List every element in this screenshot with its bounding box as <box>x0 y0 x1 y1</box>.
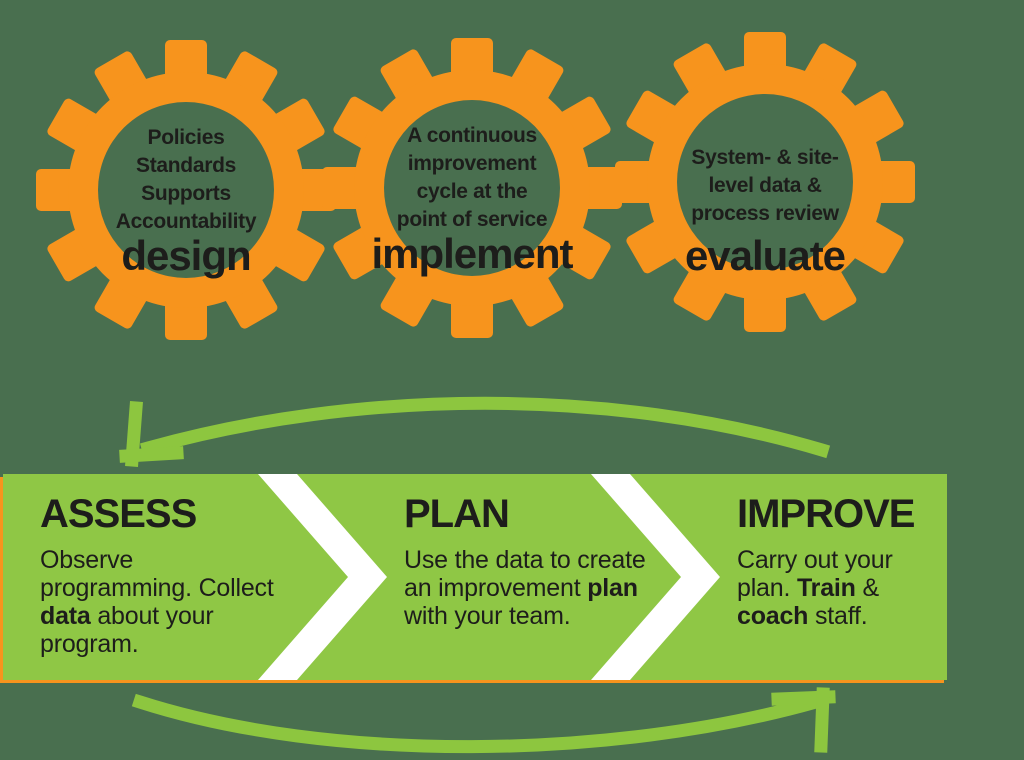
gear-hole <box>677 94 853 270</box>
chevron-separator-icon <box>591 474 720 680</box>
banner-section-plan: PLAN Use the data to create an improveme… <box>404 492 704 630</box>
banner-section-assess: ASSESS Observe programming. Collect data… <box>40 492 320 658</box>
improve-heading: IMPROVE <box>737 492 915 536</box>
banner-chevrons <box>258 474 720 680</box>
plan-body: Use the data to create an improvement pl… <box>404 546 646 630</box>
cycle-arrow-top-icon <box>119 396 831 467</box>
gear-design-label: design <box>121 232 251 279</box>
process-banner <box>3 474 947 680</box>
gear-design-text: Policies Standards Supports Accountabili… <box>115 126 257 233</box>
gear-evaluate-label: evaluate <box>684 232 846 279</box>
assess-heading: ASSESS <box>40 492 197 536</box>
assess-body: Observe programming. Collect data about … <box>40 546 274 658</box>
plan-heading: PLAN <box>404 492 510 536</box>
gear-evaluate: System- & site- level data & process rev… <box>615 32 915 332</box>
banner-section-improve: IMPROVE Carry out your plan. Train & coa… <box>737 492 967 630</box>
gear-implement-label: implement <box>371 230 573 277</box>
gear-design: Policies Standards Supports Accountabili… <box>36 40 336 340</box>
gear-hole <box>384 100 560 276</box>
improve-body: Carry out your plan. Train & coach staff… <box>737 546 893 630</box>
cycle-arrow-bottom-icon <box>131 687 836 754</box>
gear-evaluate-text: System- & site- level data & process rev… <box>691 146 839 225</box>
gear-implement-text: A continuous improvement cycle at the po… <box>396 124 548 231</box>
chevron-separator-icon <box>258 474 387 680</box>
gear-hole <box>98 102 274 278</box>
gear-implement: A continuous improvement cycle at the po… <box>322 38 622 338</box>
